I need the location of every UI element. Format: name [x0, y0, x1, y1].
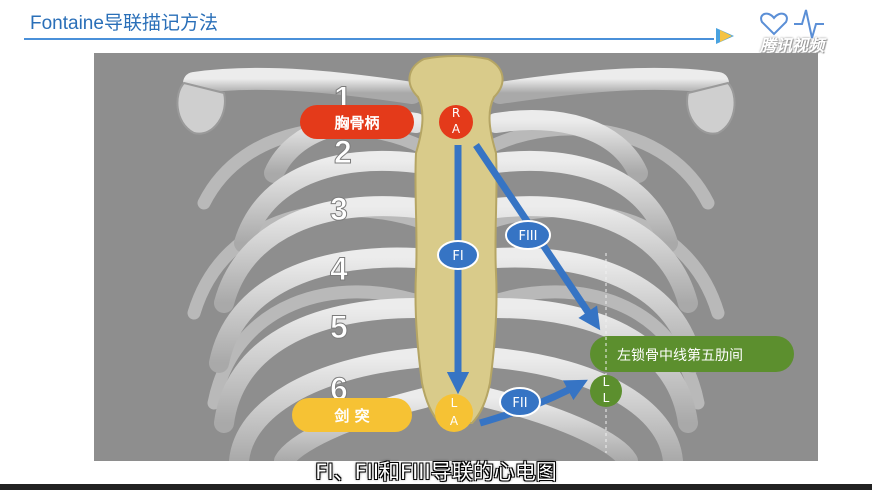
ra-electrode: R A — [439, 105, 473, 139]
ll-electrode-letter-2: L — [603, 391, 610, 405]
diagram-stage: 1 2 3 4 5 6 胸骨柄 R A 剑 突 L A 左锁骨中线第五肋间 — [94, 53, 818, 461]
manubrium-label: 胸骨柄 — [300, 105, 414, 139]
subtitle-caption: FI、FII和FIII导联的心电图 — [315, 460, 557, 484]
video-logo-text: 腾讯视频 — [760, 36, 825, 55]
heartbeat-icon — [716, 9, 824, 44]
xiphoid-label-text: 剑 突 — [333, 407, 369, 425]
xiphoid-label: 剑 突 — [292, 398, 412, 432]
fii-badge-text: FII — [512, 396, 527, 411]
fii-badge: FII — [499, 387, 541, 417]
midclavicular-label: 左锁骨中线第五肋间 — [590, 336, 794, 372]
rib-number-3: 3 — [330, 191, 348, 227]
clavicles — [183, 67, 729, 104]
header: Fontaine导联描记方法 — [0, 0, 872, 44]
ll-electrode-letter-1: L — [603, 375, 610, 389]
fi-badge-text: FI — [452, 249, 463, 264]
la-electrode-letter-2: A — [450, 414, 459, 428]
page-title: Fontaine导联描记方法 — [30, 13, 218, 34]
rib-number-2: 2 — [334, 134, 352, 170]
la-electrode-letter-1: L — [451, 396, 458, 410]
ra-electrode-letter-1: R — [452, 106, 460, 120]
manubrium-label-text: 胸骨柄 — [334, 114, 379, 132]
ribcage-diagram: 1 2 3 4 5 6 胸骨柄 R A 剑 突 L A 左锁骨中线第五肋间 — [94, 53, 818, 461]
ll-electrode: L L — [590, 375, 622, 407]
bottom-bar — [0, 484, 872, 490]
fiii-badge-text: FIII — [519, 229, 538, 244]
ra-electrode-letter-2: A — [452, 122, 461, 136]
la-electrode: L A — [435, 394, 473, 432]
midclavicular-label-text: 左锁骨中线第五肋间 — [617, 347, 743, 364]
rib-number-4: 4 — [330, 251, 348, 287]
shoulder-blocks — [176, 81, 736, 135]
fi-badge: FI — [437, 240, 479, 270]
fiii-badge: FIII — [505, 220, 551, 250]
title-underline — [24, 38, 714, 40]
rib-number-5: 5 — [330, 309, 348, 345]
